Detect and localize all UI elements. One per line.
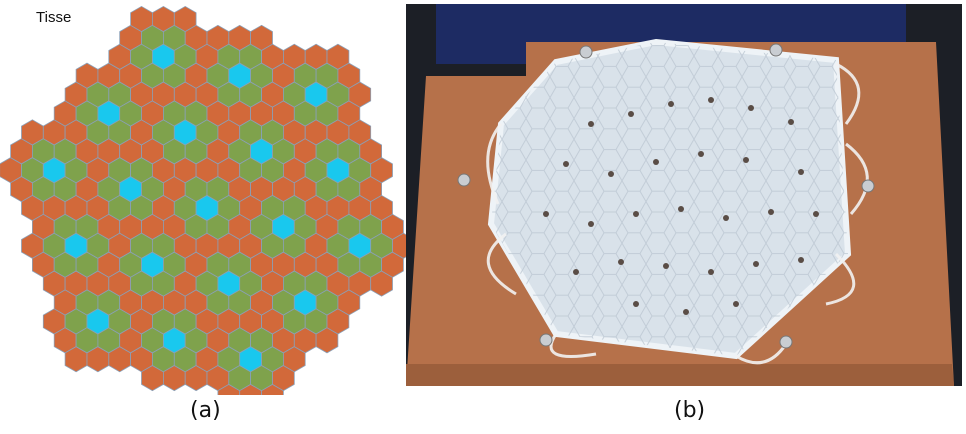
hex-texture (491, 42, 848, 356)
caption-a: (a) (190, 398, 221, 423)
outer-hexagon (370, 157, 393, 184)
photo-of-mounted-plate (406, 4, 962, 386)
caption-b: (b) (674, 398, 706, 423)
tiling-diagram: Tisse (0, 0, 410, 395)
hexagon-tiling (0, 5, 410, 395)
wood-shadow (406, 364, 954, 386)
tisse-label: Tisse (36, 9, 72, 26)
outer-hexagon (348, 81, 372, 108)
photo-illustration (406, 4, 962, 386)
mounting-holes (543, 97, 819, 315)
bolt-heads (457, 43, 875, 349)
plastic-tubes (486, 62, 869, 365)
outer-hexagon (392, 232, 410, 259)
